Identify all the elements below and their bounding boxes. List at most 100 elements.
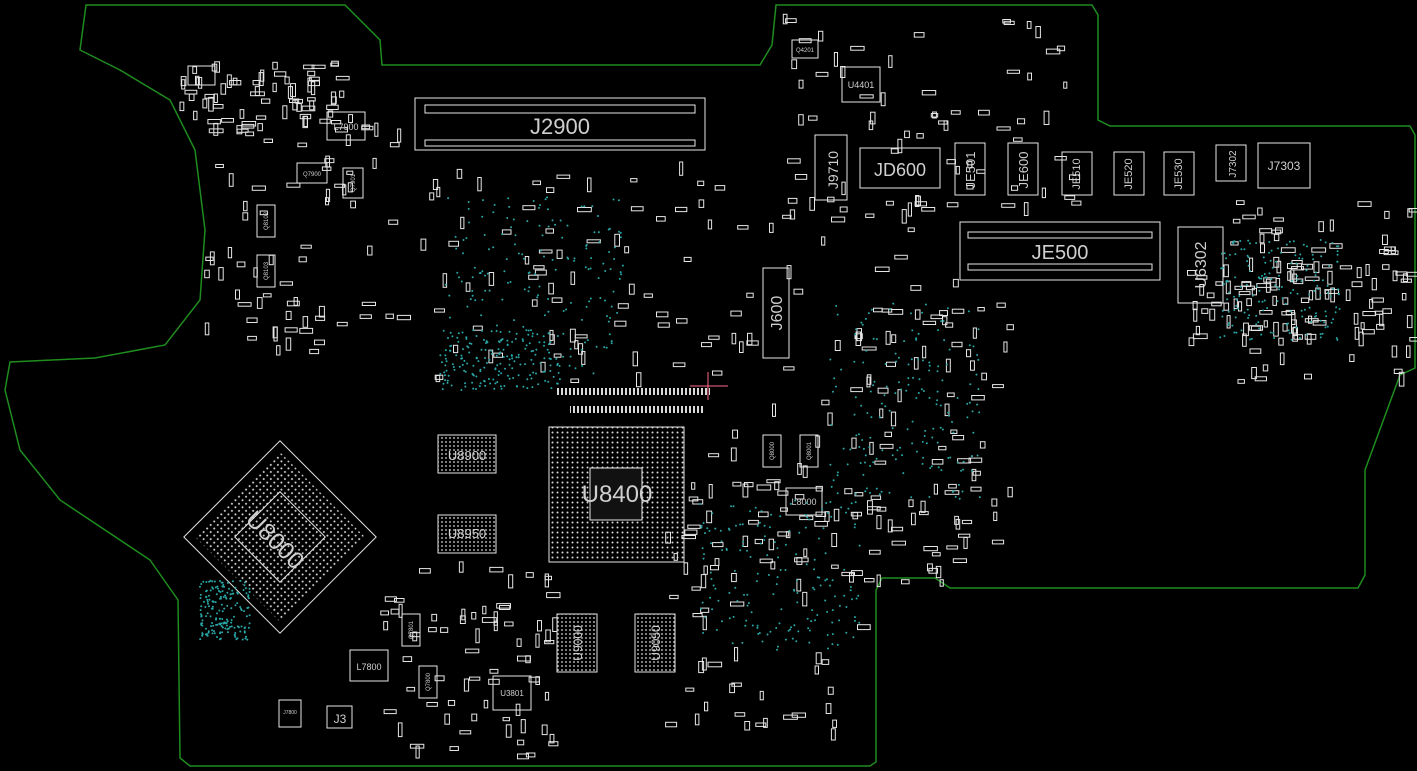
via	[1225, 257, 1228, 260]
via	[458, 276, 460, 279]
via	[936, 399, 939, 402]
via	[562, 310, 565, 312]
via	[501, 233, 504, 236]
via-field	[199, 196, 1341, 651]
smd-pad	[426, 702, 438, 707]
via	[1337, 293, 1340, 296]
connector-je500: JE500	[959, 221, 1161, 281]
via	[1319, 336, 1322, 339]
via	[234, 635, 237, 638]
smd-pad	[431, 613, 438, 622]
via	[444, 349, 447, 352]
via	[780, 608, 783, 611]
via	[1270, 249, 1273, 252]
smd-pad	[815, 652, 822, 665]
smd-pad	[814, 521, 828, 527]
via	[1300, 280, 1303, 283]
via	[1299, 253, 1302, 256]
via	[977, 388, 980, 391]
via	[218, 617, 221, 620]
via	[860, 404, 863, 407]
via	[972, 431, 975, 434]
via	[880, 490, 883, 493]
smd-pad	[205, 256, 214, 262]
smd-pad	[944, 403, 950, 417]
via	[903, 340, 906, 343]
via	[206, 612, 209, 615]
via	[239, 579, 242, 582]
via	[733, 569, 736, 572]
via	[460, 354, 463, 357]
via	[900, 388, 903, 391]
smd-pad	[1206, 292, 1215, 299]
via	[241, 638, 244, 641]
smd-pad	[867, 506, 881, 511]
via	[1332, 318, 1334, 321]
via	[719, 529, 722, 532]
via	[221, 585, 224, 588]
smd-pad	[831, 216, 846, 223]
via	[899, 446, 902, 449]
via	[784, 543, 787, 546]
smd-pad	[263, 138, 274, 144]
via	[746, 593, 749, 596]
smd-pad	[821, 236, 826, 246]
smd-pad	[951, 308, 965, 314]
connector-jd600: JD600	[859, 147, 941, 189]
via	[562, 355, 565, 358]
smd-pad	[996, 302, 1006, 308]
via	[584, 341, 586, 344]
via	[234, 586, 237, 589]
via	[855, 328, 858, 331]
smd-pad	[436, 186, 441, 198]
via	[200, 622, 203, 625]
via	[948, 348, 951, 351]
via	[1243, 248, 1246, 251]
via	[1257, 321, 1260, 324]
smd-pad	[469, 676, 481, 681]
via	[527, 290, 530, 293]
via	[976, 454, 979, 457]
via	[211, 600, 214, 603]
via	[826, 634, 829, 636]
via	[612, 290, 615, 293]
via	[818, 537, 820, 540]
via	[1247, 317, 1250, 319]
smd-pad	[197, 77, 203, 89]
smd-pad	[732, 481, 742, 487]
via	[847, 507, 850, 510]
smd-pad	[636, 372, 642, 388]
smd-pad	[294, 98, 304, 104]
via	[200, 605, 203, 608]
via	[897, 356, 900, 359]
chip-u6302: U6302	[1177, 226, 1224, 304]
smd-pad	[630, 178, 638, 183]
via	[829, 584, 831, 587]
pin-row	[555, 386, 710, 395]
smd-pad	[921, 90, 937, 96]
via	[701, 601, 704, 604]
cursor-marker	[690, 372, 728, 400]
smd-pad	[844, 488, 853, 495]
via	[853, 526, 856, 529]
via	[530, 329, 532, 332]
smd-pad	[302, 316, 309, 328]
via	[921, 462, 924, 465]
via	[481, 215, 484, 218]
smd-pad	[796, 578, 802, 592]
via	[619, 236, 622, 239]
via	[446, 379, 449, 382]
via	[1336, 260, 1339, 263]
via	[547, 332, 550, 335]
smd-pad	[207, 119, 221, 125]
smd-pad	[212, 104, 224, 109]
via	[891, 427, 894, 430]
via	[535, 372, 537, 375]
part-q8001: Q8001	[799, 434, 819, 468]
via	[1292, 289, 1295, 291]
smd-pad	[970, 486, 982, 492]
board-outline	[4, 4, 1416, 767]
via	[243, 610, 246, 613]
via	[714, 587, 717, 590]
via	[885, 385, 888, 388]
